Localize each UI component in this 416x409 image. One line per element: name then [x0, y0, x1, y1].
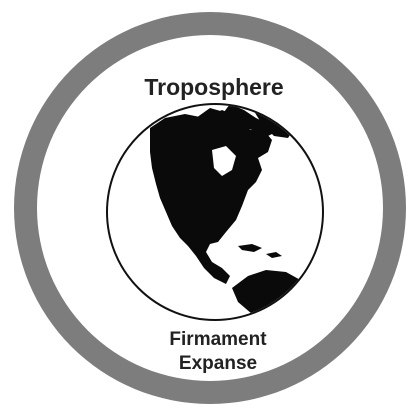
firmament-label: Firmament	[169, 329, 267, 350]
expanse-label: Expanse	[179, 353, 257, 374]
troposphere-label: Troposphere	[144, 74, 283, 100]
